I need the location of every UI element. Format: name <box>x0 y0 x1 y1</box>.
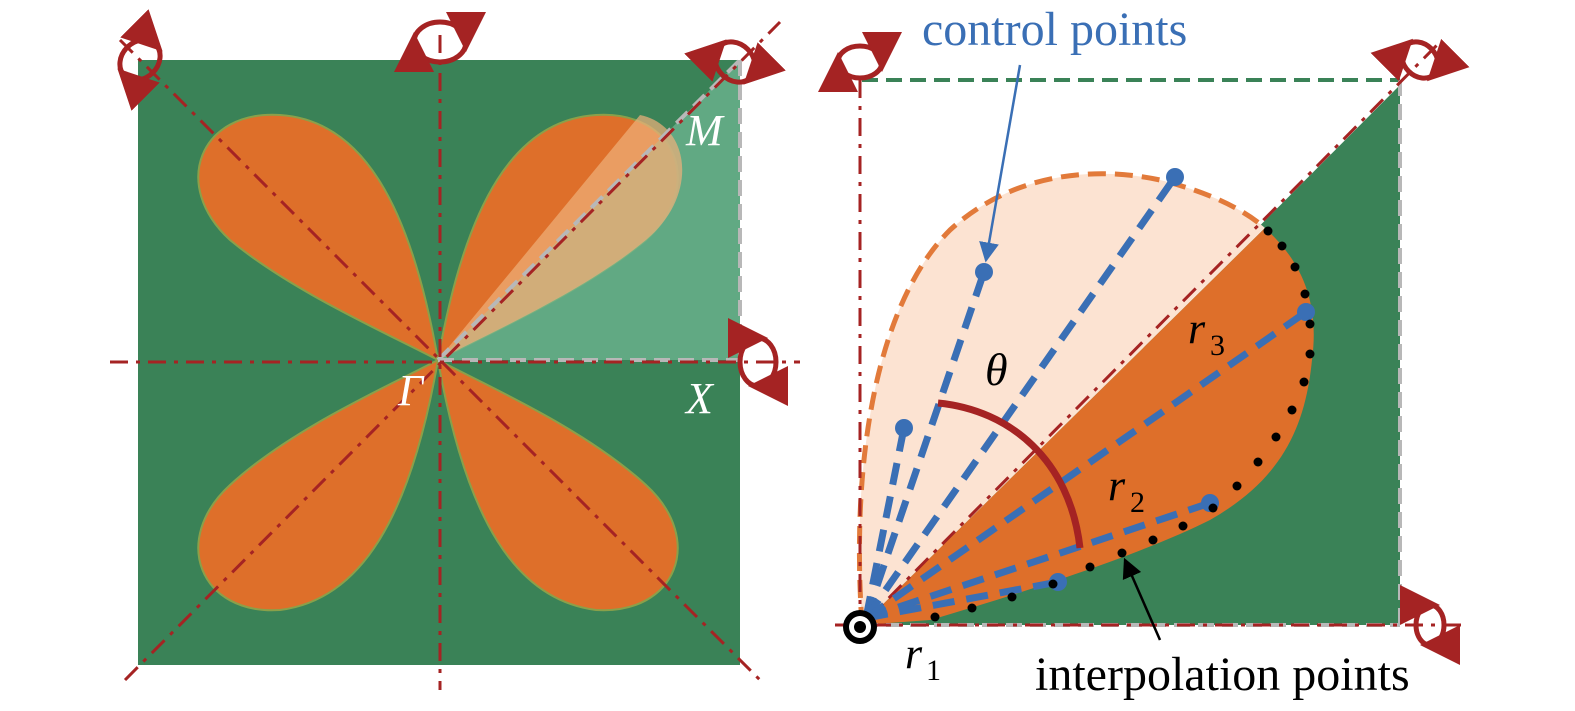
interpolation-point <box>1048 579 1058 589</box>
symmetry-axes <box>110 20 800 690</box>
control-point <box>1166 168 1184 186</box>
label-r3: r 3 <box>1188 304 1225 362</box>
label-m: M <box>685 106 725 155</box>
interpolation-point <box>1277 241 1287 251</box>
right-panel: control points interpolation points θ r … <box>818 3 1470 701</box>
interpolation-point <box>1290 262 1300 272</box>
left-panel: M Γ X <box>110 9 800 690</box>
label-r1: r 1 <box>905 629 941 687</box>
interpolation-point <box>1148 535 1158 545</box>
interpolation-point <box>1007 592 1017 602</box>
radial-line-4 <box>864 309 1308 621</box>
interpolation-points-pointer <box>1122 557 1162 641</box>
rotation-arrow-top-center <box>394 11 486 73</box>
right-axis-diagonal <box>860 40 1442 627</box>
interpolation-point <box>1117 548 1127 558</box>
control-region <box>859 173 1265 625</box>
control-point <box>1297 303 1315 321</box>
radial-line-5 <box>864 499 1212 622</box>
interpolation-point <box>1263 226 1273 236</box>
radial-line-3 <box>863 174 1178 621</box>
label-r3-sub: 3 <box>1210 329 1225 362</box>
origin-marker <box>843 610 877 644</box>
theta-arc <box>937 399 1084 549</box>
rotation-arrow-right-top-left <box>818 31 902 93</box>
interpolation-point <box>1305 319 1315 329</box>
rotation-arrow-right-bottom <box>1399 585 1461 665</box>
interpolation-point-dots <box>930 226 1315 622</box>
interpolation-point <box>930 612 940 622</box>
right-symmetry-axes <box>835 40 1465 627</box>
interpolation-point <box>1253 457 1263 467</box>
rotation-arrows-right <box>818 31 1470 665</box>
label-r2: r 2 <box>1108 461 1145 519</box>
label-gamma: Γ <box>397 366 425 415</box>
petal-bottom-right <box>436 358 679 612</box>
interpolation-point <box>967 603 977 613</box>
label-x: X <box>684 374 715 423</box>
control-point <box>975 263 993 281</box>
radial-lines <box>862 174 1308 622</box>
origin-dot <box>854 621 866 633</box>
interpolation-point <box>1085 562 1095 572</box>
rotation-arrow-right-top-right <box>1370 38 1470 82</box>
control-points-pointer <box>979 64 1022 263</box>
radial-line-2 <box>862 270 988 620</box>
wedge-edges <box>436 58 742 362</box>
interpolation-point <box>1287 405 1297 415</box>
interpolation-point <box>1300 289 1310 299</box>
rotation-arrow-top-right <box>684 39 786 85</box>
label-control-points: control points <box>922 3 1187 56</box>
rotation-arrows-left <box>117 9 789 406</box>
control-boundary <box>856 171 1267 626</box>
label-r3-base: r <box>1188 304 1206 353</box>
label-interpolation-points: interpolation points <box>1035 648 1410 701</box>
axis-diagonal-1 <box>123 20 782 682</box>
interpolation-point <box>1208 503 1218 513</box>
label-r2-sub: 2 <box>1130 486 1145 519</box>
interpolation-point <box>1232 481 1242 491</box>
label-r1-sub: 1 <box>926 654 941 687</box>
control-point <box>895 419 913 437</box>
interpolation-point <box>1299 377 1309 387</box>
label-theta: θ <box>985 344 1008 395</box>
interpolated-region <box>862 228 1314 625</box>
control-point-dots <box>895 168 1315 591</box>
label-r1-base: r <box>905 629 923 678</box>
label-r2-base: r <box>1108 461 1126 510</box>
interpolation-point <box>1305 349 1315 359</box>
rotation-arrow-top-left <box>117 9 163 111</box>
interpolation-point <box>1178 521 1188 531</box>
rotation-arrow-right-mid <box>727 318 789 406</box>
interpolation-point <box>1271 432 1281 442</box>
